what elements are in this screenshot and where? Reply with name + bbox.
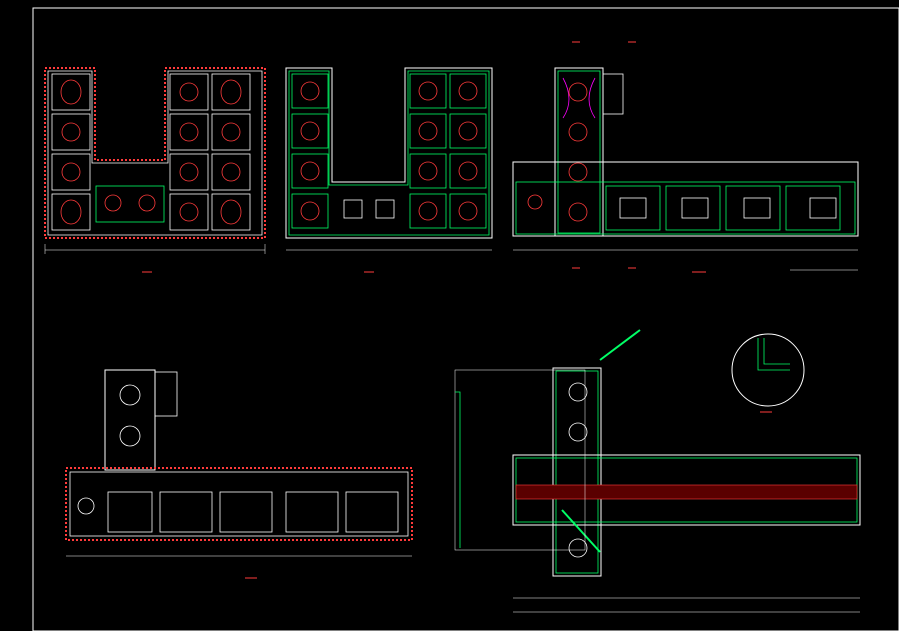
- section-markers: [572, 41, 636, 269]
- view-top-left-cells: [51, 73, 251, 231]
- view-top-middle-holes: [300, 81, 478, 221]
- view-top-middle: [285, 67, 493, 273]
- view-bottom-right-holes: [568, 382, 588, 558]
- view-top-middle-cells: [291, 73, 487, 229]
- view-top-right: [512, 67, 859, 273]
- view-detail: [731, 333, 805, 413]
- view-bottom-right: [454, 329, 861, 613]
- view-top-left: [44, 67, 266, 273]
- drawing-frame: [32, 7, 899, 631]
- view-bottom-left: [65, 369, 413, 579]
- view-top-left-holes: [60, 79, 242, 225]
- view-top-right-bays: [605, 185, 841, 231]
- view-top-right-holes: [527, 82, 588, 222]
- view-bottom-left-bays: [107, 491, 399, 533]
